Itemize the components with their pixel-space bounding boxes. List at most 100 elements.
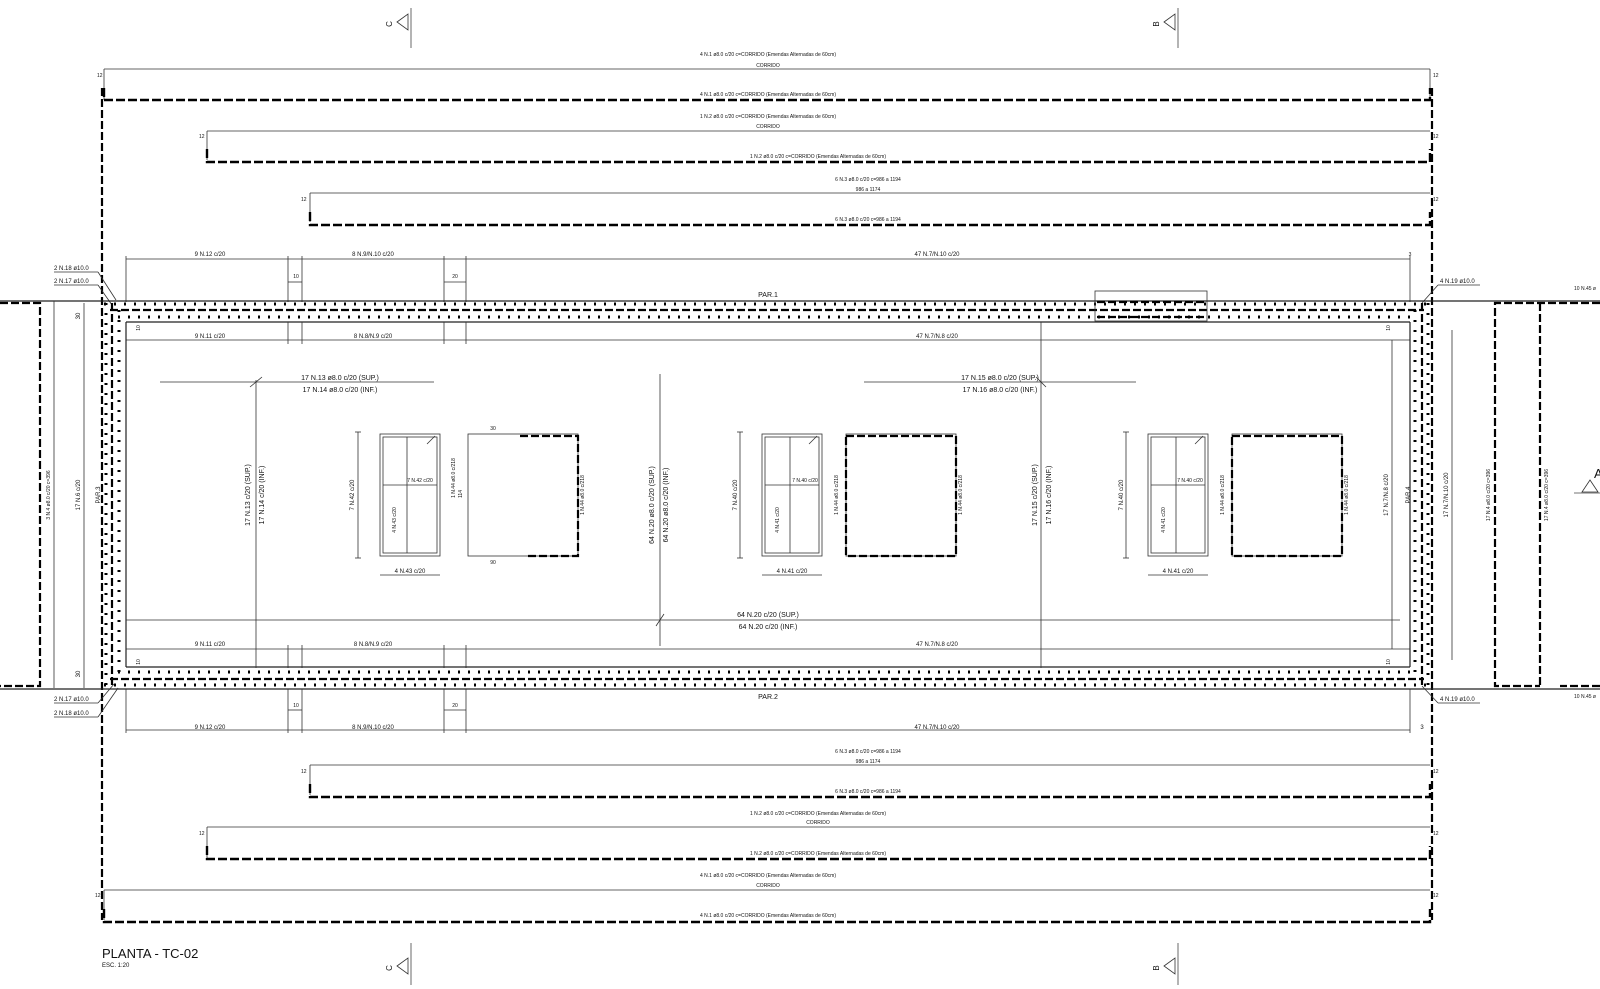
openings-o2-n44r-label: 1 N.44 ø8.0 c/218 [958, 475, 964, 515]
bottom-beam-n17-label: 2 N.17 ø10.0 [54, 697, 89, 703]
top-beam-n19-label: 4 N.19 ø10.0 [1440, 279, 1475, 285]
bars-top-n1-top-label: 4 N.1 ø8.0 c/20 c=CORRIDO (Emendas Alter… [700, 52, 836, 58]
bars-bottom-n2-bot-label: 1 N.2 ø8.0 c/20 c=CORRIDO (Emendas Alter… [750, 851, 886, 857]
section-marker-b-bottom: B [1152, 943, 1179, 985]
opening-2: 7 N.40 c/20 7 N.40 c/20 4 N.41 c/20 4 N.… [733, 431, 964, 576]
bottom-beam-n11-label: 9 N.11 c/20 [195, 642, 226, 648]
opening-3: 7 N.40 c/20 7 N.40 c/20 4 N.41 c/20 4 N.… [1119, 431, 1350, 576]
bottom-beam-d20-label: 20 [452, 703, 458, 709]
sections-c-top-label: C [385, 21, 394, 27]
bottom-beam-n19-label: 4 N.19 ø10.0 [1440, 697, 1475, 703]
openings-o1-n43-label: 4 N.43 c/20 [395, 569, 426, 575]
bottom-beam-n9n10-label: 8 N.9/N.10 c/20 [352, 725, 394, 731]
hooks-h12-label: 12 [1433, 197, 1439, 203]
hooks-h12-label: 12 [199, 831, 205, 837]
top-beam-d10b-label: 10 [136, 325, 142, 331]
bars-bottom-n1-corrido-label: CORRIDO [756, 883, 780, 889]
slab-n45-top-label: 10 N.45 ø [1574, 286, 1596, 292]
slab-n15-label: 17 N.15 ø8.0 c/20 (SUP.) [961, 375, 1039, 382]
opening-1: 7 N.42 c/20 7 N.42 c/20 4 N.43 c/20 4 N.… [350, 426, 586, 576]
section-marker-c-bottom: C [385, 943, 412, 985]
bottom-beam-d30-label: 30 [76, 670, 82, 677]
openings-o2-n41-label: 4 N.41 c/20 [777, 569, 808, 575]
hooks-h12-label: 12 [97, 73, 103, 79]
bars-top-n2-bot-label: 1 N.2 ø8.0 c/20 c=CORRIDO (Emendas Alter… [750, 154, 886, 160]
slab-par3-label: PAR.3 [96, 486, 102, 504]
bottom-beam-n12-label: 9 N.12 c/20 [195, 725, 226, 731]
slab-distribution: 17 N.13 ø8.0 c/20 (SUP.) 17 N.14 ø8.0 c/… [126, 322, 1400, 668]
openings-o2-n44-label: 1 N.44 ø8.0 c/218 [834, 475, 840, 515]
slab-right-n4b-label: 17 N.4 ø8.0 c/20 c=396 [1544, 469, 1550, 521]
openings-o1-n44b-label: 114 [458, 490, 464, 498]
slab-n14-label: 17 N.14 ø8.0 c/20 (INF.) [303, 387, 378, 394]
top-edge-reinforcement: 4 N.1 ø8.0 c/20 c=CORRIDO (Emendas Alter… [97, 52, 1439, 227]
slab-v15-label: 17 N.15 c/20 (SUP.) [1032, 464, 1039, 526]
slab-v20i-label: 64 N.20 ø8.0 c/20 (INF.) [663, 468, 670, 543]
hooks-h12-label: 12 [301, 197, 307, 203]
slab-par4-label: PAR.4 [1406, 486, 1412, 504]
drawing-title-block: PLANTA - TC-02 ESC. 1:20 [102, 946, 198, 969]
top-beam-d10-label: 10 [293, 274, 299, 280]
bars-top-n2-top-label: 1 N.2 ø8.0 c/20 c=CORRIDO (Emendas Alter… [700, 114, 836, 120]
slab-v14-label: 17 N.14 c/20 (INF.) [259, 466, 266, 525]
top-beam-d30-label: 30 [76, 312, 82, 319]
top-beam-n11-label: 9 N.11 c/20 [195, 334, 226, 340]
openings-o3-n41-label: 4 N.41 c/20 [1163, 569, 1194, 575]
bars-bottom-n3-bot-label: 6 N.3 ø8.0 c/20 c=986 a 1194 [835, 789, 901, 795]
top-beam-d20-label: 20 [452, 274, 458, 280]
bottom-beam-n7n8-label: 47 N.7/N.8 c/20 [916, 642, 958, 648]
top-beam-d3-label: 3 [1409, 252, 1412, 258]
top-beam-par1-label: PAR.1 [758, 292, 778, 299]
openings-o1-d30-label: 30 [490, 426, 496, 432]
drawing-scale: ESC. 1:20 [102, 963, 130, 969]
slab-n20s-label: 64 N.20 c/20 (SUP.) [737, 612, 799, 619]
hooks-h12-label: 12 [1433, 893, 1439, 899]
openings-o3-n41v-label: 4 N.41 c/20 [1161, 507, 1167, 533]
bottom-beam-d10c-label: 10 [293, 703, 299, 709]
hooks-h12-label: 12 [199, 134, 205, 140]
sections-a-right-label: A [1594, 466, 1600, 481]
bars-top-n2-corrido-label: CORRIDO [756, 124, 780, 130]
hooks-h12-label: 12 [1433, 831, 1439, 837]
top-beam-n17-label: 2 N.17 ø10.0 [54, 279, 89, 285]
drawing-title: PLANTA - TC-02 [102, 946, 198, 961]
top-beam-d10c-label: 10 [1386, 325, 1392, 331]
sections-b-bottom-label: B [1152, 965, 1161, 970]
openings-o1-n44r-label: 1 N.44 ø8.0 c/218 [580, 475, 586, 515]
openings-o1-d90-label: 90 [490, 560, 496, 566]
bottom-beam-n18-label: 2 N.18 ø10.0 [54, 711, 89, 717]
side-vertical-lines [100, 88, 1434, 920]
slab-n6-label: 17 N.6 c/20 [76, 479, 82, 510]
bottom-beam-n7n10-label: 47 N.7/N.10 c/20 [914, 725, 960, 731]
bottom-beam-d3-label: 3 [1420, 725, 1424, 731]
openings-o2-n41v-label: 4 N.41 c/20 [775, 507, 781, 533]
hooks-h12-label: 12 [95, 893, 101, 899]
slab-right-n4a-label: 17 N.4 ø8.0 c/20 c=396 [1486, 469, 1492, 521]
slab-n7n10v-label: 17 N.7/N.10 c/20 [1444, 472, 1450, 518]
slab-n13-label: 17 N.13 ø8.0 c/20 (SUP.) [301, 375, 379, 382]
bars-bottom-n3-range-label: 986 a 1174 [856, 759, 881, 765]
slab-v16-label: 17 N.16 c/20 (INF.) [1046, 466, 1053, 525]
slab-n16-label: 17 N.16 ø8.0 c/20 (INF.) [963, 387, 1038, 394]
openings-o2-n40-label: 7 N.40 c/20 [733, 479, 739, 510]
top-beam-n12-label: 9 N.12 c/20 [195, 252, 226, 258]
bars-top-n3-bot-label: 6 N.3 ø8.0 c/20 c=986 a 1194 [835, 217, 901, 223]
hooks-h12-label: 12 [301, 769, 307, 775]
bottom-edge-reinforcement: 6 N.3 ø8.0 c/20 c=986 a 1194 986 a 1174 … [95, 749, 1439, 924]
openings-o3-n44r-label: 1 N.44 ø8.0 c/218 [1344, 475, 1350, 515]
openings-o3-n44-label: 1 N.44 ø8.0 c/218 [1220, 475, 1226, 515]
hooks-h12-label: 12 [1433, 134, 1439, 140]
bars-top-n1-corrido-label: CORRIDO [756, 63, 780, 69]
top-beam-n9n10-label: 8 N.9/N.10 c/20 [352, 252, 394, 258]
top-beam-n18-label: 2 N.18 ø10.0 [54, 266, 89, 272]
hooks-h12-label: 12 [1433, 769, 1439, 775]
bars-bottom-n2-corrido-label: CORRIDO [806, 820, 830, 826]
slab-n20i-label: 64 N.20 c/20 (INF.) [739, 624, 798, 631]
top-beam-n7n10-label: 47 N.7/N.10 c/20 [914, 252, 960, 258]
top-beam: 9 N.12 c/20 8 N.9/N.10 c/20 47 N.7/N.10 … [0, 252, 1600, 344]
bars-top-n1-bot-label: 4 N.1 ø8.0 c/20 c=CORRIDO (Emendas Alter… [700, 92, 836, 98]
bars-top-n3-range-label: 986 a 1174 [856, 187, 881, 193]
section-marker-b-top: B [1152, 8, 1179, 48]
sections-b-top-label: B [1152, 21, 1161, 26]
